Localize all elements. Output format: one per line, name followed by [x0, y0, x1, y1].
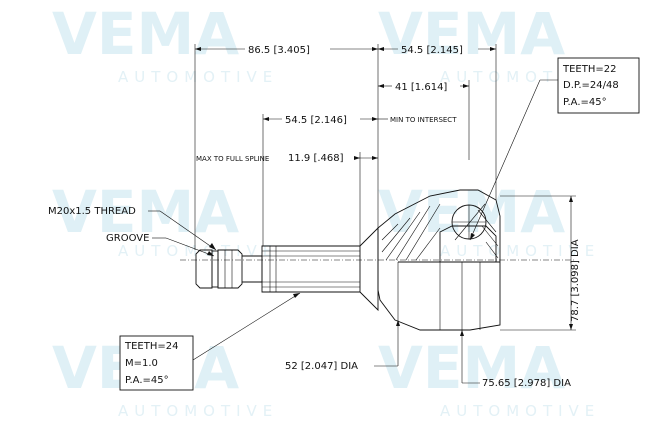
thread-label: M20x1.5 THREAD — [48, 206, 136, 217]
spec-pa: P.A.=45° — [125, 375, 169, 386]
full-spline-value: 11.9 [.468] — [288, 153, 344, 164]
watermark-brand: VEMA — [378, 0, 565, 68]
thread-tip — [195, 249, 213, 289]
body-dia-label: 52 [2.047] DIA — [285, 361, 358, 372]
dim-label: 54.5 [2.145] — [401, 45, 463, 56]
dim-label: 54.5 [2.146] — [285, 115, 347, 126]
spec-teeth: TEETH=24 — [124, 341, 178, 352]
spec-box-top: TEETH=22 D.P.=24/48 P.A.=45° — [469, 57, 640, 241]
watermark-brand: VEMA — [52, 0, 239, 68]
callout-outer-dia: 75.65 [2.978] DIA — [460, 330, 571, 389]
watermark-mid-right: VEMA AUTOMOTIVE — [378, 178, 600, 260]
spec-teeth: TEETH=22 — [562, 64, 616, 75]
spec-dp: D.P.=24/48 — [563, 80, 619, 91]
cv-body — [377, 189, 501, 331]
spec-box-frame — [119, 335, 194, 391]
dim-full-spline: MAX TO FULL SPLINE 11.9 [.468] — [196, 152, 378, 246]
dim-label: 41 [1.614] — [395, 82, 447, 93]
dim-height: 78.7 [3.098] DIA — [500, 195, 581, 331]
dim-label: 86.5 [3.405] — [248, 45, 310, 56]
full-spline-label: MAX TO FULL SPLINE — [196, 155, 269, 163]
shaft — [195, 226, 379, 312]
callout-body-dia: 52 [2.047] DIA — [285, 320, 400, 372]
spec-m: M=1.0 — [125, 358, 158, 369]
callout-groove: GROOVE — [106, 233, 215, 257]
dim-label: 78.7 [3.098] DIA — [570, 239, 581, 322]
watermark-mid-left: VEMA AUTOMOTIVE — [52, 178, 278, 260]
spline-teeth — [262, 246, 360, 292]
shaft-cone — [359, 226, 379, 312]
watermark-sub: AUTOMOTIVE — [118, 68, 278, 86]
watermark-bottom-right: VEMA AUTOMOTIVE — [378, 334, 600, 420]
groove-label: GROOVE — [106, 233, 149, 244]
dim-overall-left: 86.5 [3.405] — [194, 44, 379, 250]
shaft-collar — [217, 249, 243, 289]
watermark-sub: AUTOMOTIVE — [440, 242, 600, 260]
watermark-top-left: VEMA AUTOMOTIVE — [52, 0, 278, 86]
spec-box-frame — [557, 57, 640, 114]
spec-pa: P.A.=45° — [563, 97, 607, 108]
cv-outer-race — [377, 189, 501, 331]
callout-thread: M20x1.5 THREAD — [48, 206, 217, 251]
cv-inner-race — [439, 225, 497, 263]
watermark-sub: AUTOMOTIVE — [440, 402, 600, 420]
dim-spline: 54.5 [2.146] MIN TO INTERSECT — [262, 114, 457, 246]
dim-intersect: 41 [1.614] — [378, 80, 470, 160]
watermark-top-right: VEMA AUTOMOTIVE — [378, 0, 600, 86]
min-intersect-label: MIN TO INTERSECT — [390, 116, 457, 124]
spec-box-bottom: TEETH=24 M=1.0 P.A.=45° — [119, 292, 301, 391]
watermark-brand: VEMA — [52, 178, 239, 246]
watermark-brand: VEMA — [378, 334, 565, 402]
watermark-group: VEMA AUTOMOTIVE VEMA AUTOMOTIVE VEMA AUT… — [52, 0, 600, 420]
dim-overall-right: 54.5 [2.145] — [378, 44, 497, 200]
watermark-sub: AUTOMOTIVE — [440, 68, 600, 86]
watermark-sub: AUTOMOTIVE — [118, 402, 278, 420]
watermark-sub: AUTOMOTIVE — [118, 242, 278, 260]
outer-dia-label: 75.65 [2.978] DIA — [482, 378, 571, 389]
